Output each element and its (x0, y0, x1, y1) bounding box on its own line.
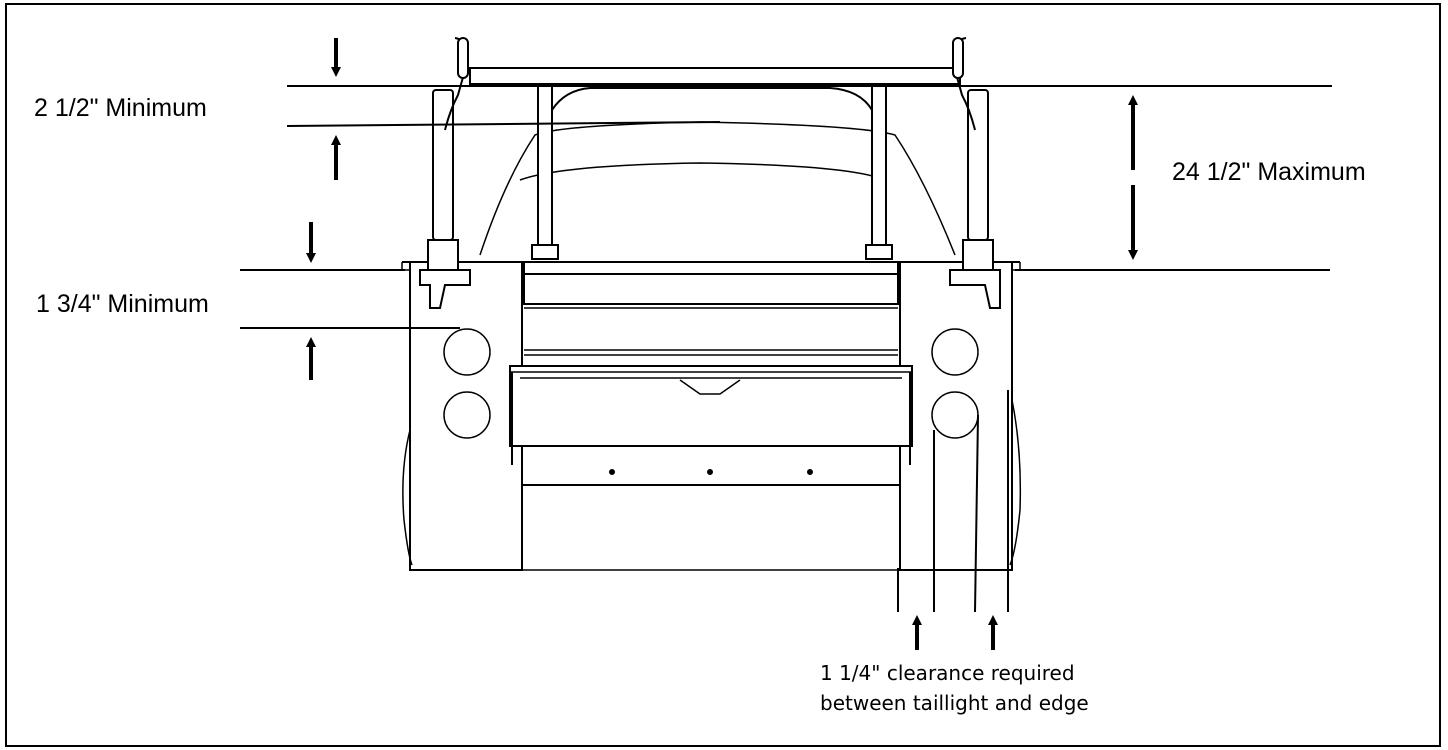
left-taillight-lower (443, 391, 491, 439)
clearance-note-line2: between taillight and edge (820, 691, 1089, 715)
right-taillight-lower (931, 391, 979, 439)
right-taillight-upper (931, 328, 979, 376)
dimension-lines (240, 85, 1332, 613)
rack (419, 37, 1001, 309)
tailgate-lower (509, 365, 913, 447)
rack-crossbar (469, 67, 961, 85)
side-min-label: 1 3/4" Minimum (36, 290, 209, 318)
taillights (443, 328, 979, 439)
truck-bed (401, 261, 1022, 571)
tailgate-top (523, 261, 899, 275)
dimension-arrows (306, 38, 1138, 650)
clearance-note-line1: 1 1/4" clearance required (820, 661, 1075, 685)
top-min-label: 2 1/2" Minimum (34, 94, 207, 122)
max-label: 24 1/2" Maximum (1172, 158, 1366, 186)
diagram-frame (5, 3, 1441, 747)
left-taillight-upper (443, 328, 491, 376)
